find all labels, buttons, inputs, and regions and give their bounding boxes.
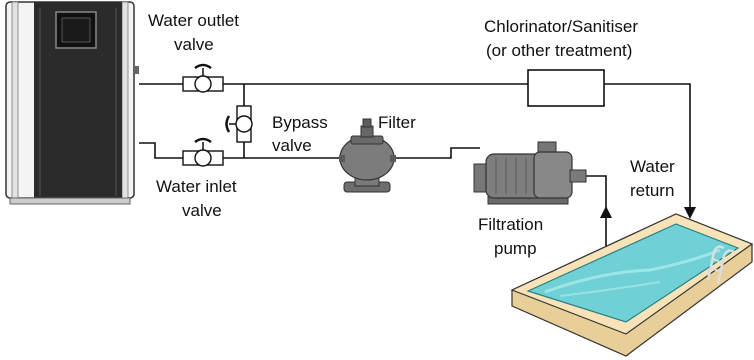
bypass-valve-icon xyxy=(225,105,253,143)
water-return-label-line1: Water xyxy=(630,157,675,176)
plumbing-pipes xyxy=(139,83,691,262)
pool-suction-arrow-icon xyxy=(600,206,612,218)
swimming-pool-icon xyxy=(510,213,754,357)
outlet-valve-label-line2: valve xyxy=(174,35,214,54)
filtration-pump-icon xyxy=(473,141,587,205)
pump-label-line2: pump xyxy=(494,239,537,258)
pump-label-line1: Filtration xyxy=(478,215,543,234)
water-return-arrow-icon xyxy=(684,207,696,219)
chlorinator-label-line1: Chlorinator/Sanitiser xyxy=(484,17,638,36)
water-inlet-valve-icon xyxy=(182,137,224,167)
bypass-valve-label-line1: Bypass xyxy=(272,113,328,132)
water-outlet-valve-icon xyxy=(182,63,224,93)
chlorinator-label-line2: (or other treatment) xyxy=(486,41,632,60)
water-return-label-line2: return xyxy=(630,181,674,200)
inlet-valve-label-line1: Water inlet xyxy=(156,177,237,196)
bypass-valve-label-line2: valve xyxy=(272,136,312,155)
sand-filter-icon xyxy=(339,118,396,193)
inlet-valve-label-line2: valve xyxy=(182,201,222,220)
pool-ladder-icon xyxy=(706,245,735,285)
chlorinator-box xyxy=(527,69,605,107)
outlet-valve-label-line1: Water outlet xyxy=(148,11,239,30)
filter-label: Filter xyxy=(378,113,416,132)
heat-pump-unit xyxy=(5,1,139,205)
